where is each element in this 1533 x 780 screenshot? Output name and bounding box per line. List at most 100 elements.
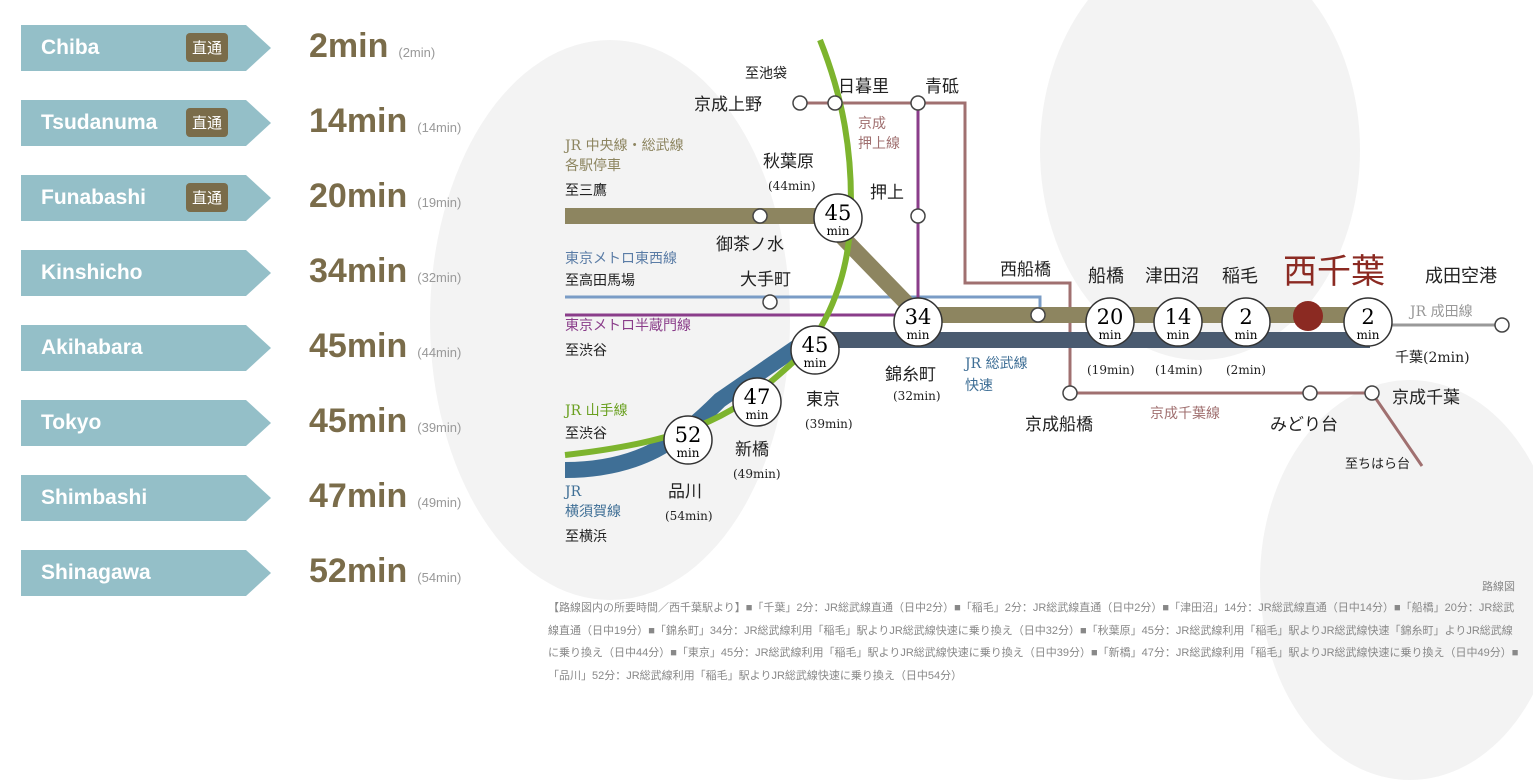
map-label-akihabara-t: (44min): [768, 179, 816, 193]
daytime-travel-time: (19min): [417, 195, 462, 210]
map-label-tokyo-t: (39min): [805, 417, 853, 431]
travel-time-value: 20min: [309, 177, 408, 215]
travel-time-value: 14min: [309, 102, 408, 140]
route-map: 45min34min45min47min52min20min14min2min2…: [563, 38, 1510, 545]
circle-minutes: 2: [1361, 305, 1374, 329]
background-pattern: [1040, 0, 1360, 360]
travel-time-value: 34min: [309, 252, 408, 290]
map-label-kinshicho-t: (32min): [893, 389, 941, 403]
map-label-midoridai: みどり台: [1270, 415, 1338, 435]
map-label-tokyo: 東京: [806, 390, 840, 410]
circle-minutes: 2: [1239, 305, 1252, 329]
map-label-mitaka: 至三鷹: [565, 183, 607, 199]
map-label-takadanobaba: 至高田馬場: [565, 272, 635, 289]
map-label-kinshicho: 錦糸町: [885, 365, 936, 385]
map-label-yokohama: 至横浜: [565, 529, 607, 545]
map-label-akihabara: 秋葉原: [763, 152, 814, 172]
map-label-yokosuka-2: 横須賀線: [565, 504, 621, 520]
daytime-travel-time: (14min): [417, 120, 462, 135]
map-label-hanzomon: 東京メトロ半蔵門線: [565, 318, 691, 334]
nishichiba-station-marker: [1293, 301, 1323, 331]
map-label-shimbashi: 新橋: [735, 440, 769, 460]
station-name: Chiba: [41, 36, 100, 59]
circle-unit: min: [1357, 328, 1380, 342]
circle-unit: min: [746, 408, 769, 422]
travel-time-circle-tokyo: 45min: [790, 325, 840, 375]
map-label-inage: 稲毛: [1222, 266, 1258, 287]
map-label-yamanote: JR 山手線: [563, 403, 628, 419]
station-name: Shinagawa: [41, 561, 151, 584]
map-label-aoto: 青砥: [925, 77, 959, 97]
travel-time-circle-shimbashi: 47min: [732, 377, 782, 427]
travel-time: 14min (14min): [309, 102, 461, 141]
travel-time-note: 【路線図内の所要時間／西千葉駅より】■「千葉」2分：JR総武線直通（日中2分）■…: [548, 602, 1519, 682]
map-label-keisei-oshiage-line-2: 押上線: [858, 136, 900, 152]
travel-time-circle-akihabara: 45min: [813, 193, 863, 243]
map-label-funabashi: 船橋: [1088, 266, 1124, 287]
travel-time: 34min(32min): [309, 252, 461, 291]
travel-time-circle-inage: 2min: [1221, 297, 1271, 347]
travel-time-value: 45min: [309, 327, 408, 365]
map-label-yokosuka-1: JR: [563, 484, 582, 500]
map-label-sobu-rapid-2: 快速: [965, 378, 993, 394]
station-name: Funabashi: [41, 186, 147, 209]
station-tag: Shimbashi: [21, 475, 271, 521]
map-label-chiba: 千葉(2min): [1395, 350, 1470, 366]
travel-time-value: 45min: [309, 402, 408, 440]
map-label-nippori: 日暮里: [838, 77, 889, 97]
travel-time-circle-kinshicho: 34min: [893, 297, 943, 347]
chuo-sobu-line: [565, 208, 1370, 323]
destination-row: Akihabara 45min (44min): [21, 325, 461, 371]
circle-minutes: 20: [1097, 305, 1124, 329]
map-label-ikebukuro: 至池袋: [745, 66, 787, 82]
yokosuka-line: [564, 338, 805, 478]
station-tag: Chiba 直通: [21, 25, 271, 71]
daytime-travel-time: (39min): [417, 420, 462, 435]
daytime-travel-time: (2min): [398, 45, 436, 60]
travel-time-circle-funabashi: 20min: [1085, 297, 1135, 347]
map-label-t-t: (14min): [1155, 363, 1203, 377]
map-label-shimbashi-t: (49min): [733, 467, 781, 481]
travel-time: 20min (19min): [309, 177, 461, 216]
map-label-oshiage: 押上: [870, 183, 904, 203]
map-label-shibuya1: 至渋谷: [565, 343, 607, 359]
map-label-f-t: (19min): [1087, 363, 1135, 377]
map-label-nishichiba: 西千葉: [1283, 252, 1385, 292]
destination-row: Tokyo 45min (39min): [21, 400, 461, 446]
map-label-tsudanuma: 津田沼: [1145, 266, 1199, 287]
travel-time: 2min (2min): [309, 27, 435, 66]
destination-row: Kinshicho 34min(32min): [21, 250, 461, 296]
destination-row: Chiba 直通 2min (2min): [21, 25, 435, 71]
travel-time-circle-shinagawa: 52min: [663, 415, 713, 465]
station-name: Akihabara: [41, 336, 143, 359]
travel-time-circle-tsudanuma: 14min: [1153, 297, 1203, 347]
map-label-chuo-sobu-2: 各駅停車: [565, 157, 621, 174]
circle-unit: min: [804, 356, 827, 370]
circle-minutes: 52: [675, 423, 702, 447]
background-pattern: [430, 40, 790, 600]
station-tag: Kinshicho: [21, 250, 271, 296]
travel-time-value: 52min: [309, 552, 408, 590]
map-label-keisei-chiba-line: 京成千葉線: [1150, 406, 1220, 422]
travel-time: 45min (39min): [309, 402, 461, 441]
circle-minutes: 14: [1165, 305, 1192, 329]
station-name: Tsudanuma: [41, 111, 158, 134]
map-label-chuo-sobu-1: JR 中央線・総武線: [563, 138, 684, 154]
travel-time-circle-chiba: 2min: [1343, 297, 1393, 347]
daytime-travel-time: (44min): [417, 345, 462, 360]
travel-time-value: 2min: [309, 27, 389, 65]
circle-minutes: 45: [802, 333, 829, 357]
map-label-narita-airport: 成田空港: [1425, 266, 1497, 287]
map-label-shinagawa: 品川: [668, 482, 702, 502]
map-label-narita-line: JR 成田線: [1408, 304, 1473, 320]
station-name: Shimbashi: [41, 486, 148, 509]
map-label-ochanomizu: 御茶ノ水: [716, 235, 784, 255]
direct-badge: 直通: [186, 33, 229, 62]
map-label-keisei-funabashi: 京成船橋: [1025, 415, 1093, 435]
station-tag: Akihabara: [21, 325, 271, 371]
station-name: Tokyo: [41, 411, 102, 434]
